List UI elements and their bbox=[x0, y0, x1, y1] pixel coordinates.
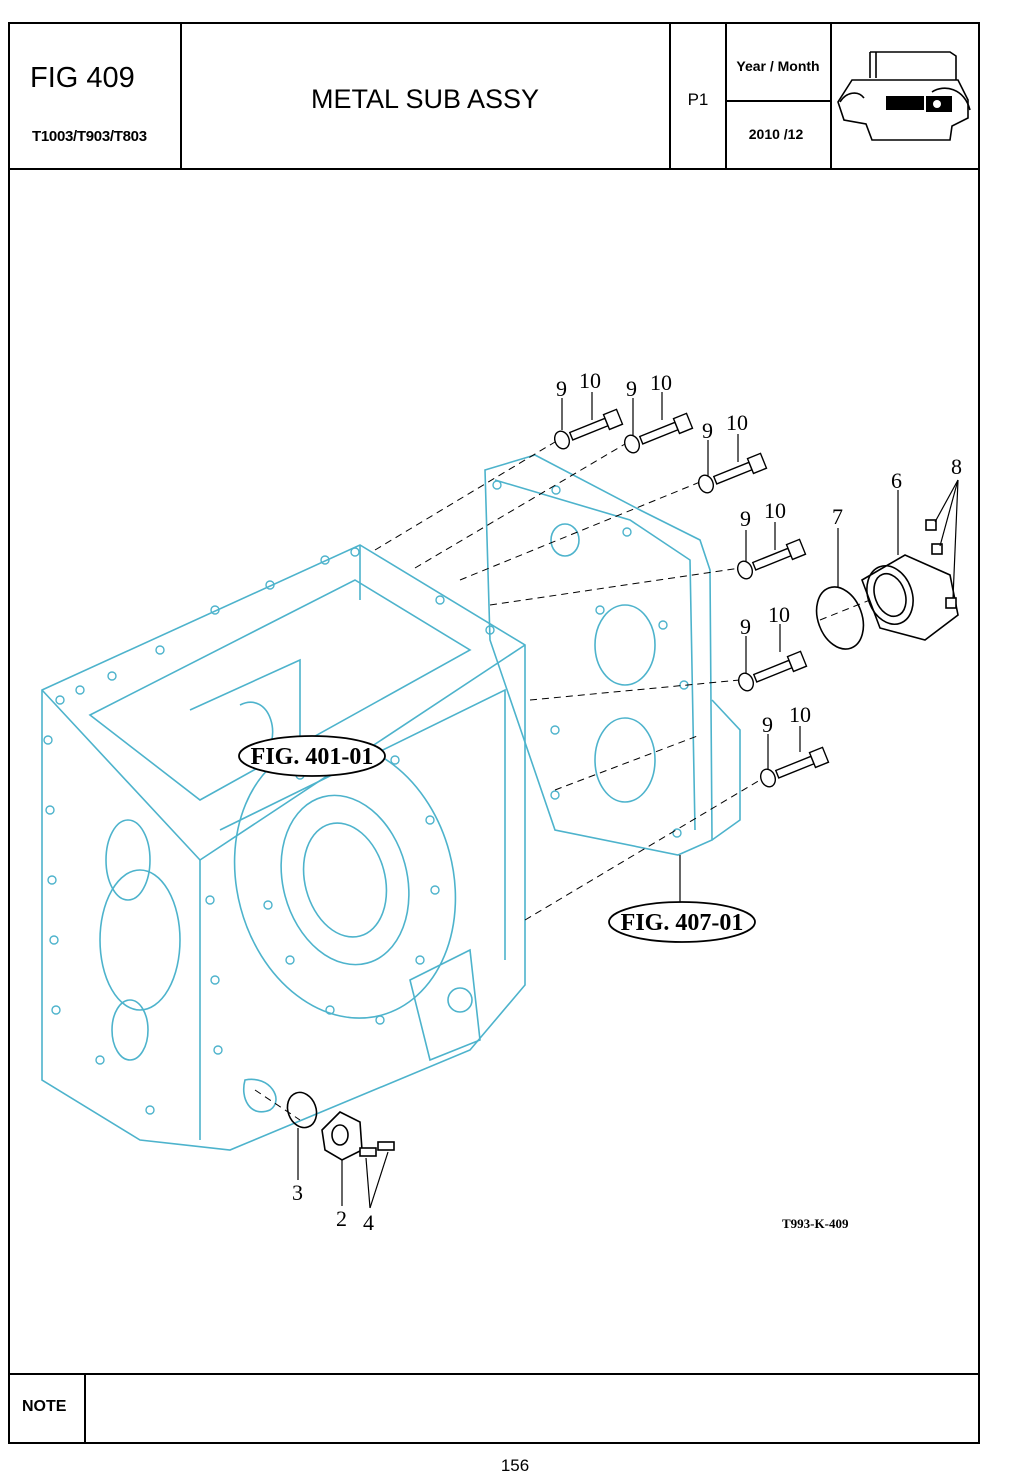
transmission-housing bbox=[41, 454, 741, 1151]
callout-label: 4 bbox=[363, 1210, 374, 1235]
year-month-value: 2010 /12 bbox=[748, 126, 804, 142]
callout-label: 9 bbox=[740, 614, 751, 639]
fig-number: FIG 409 bbox=[30, 62, 135, 94]
note-divider bbox=[84, 1373, 86, 1444]
tractor-icon bbox=[837, 51, 971, 141]
callout-label: 9 bbox=[702, 418, 713, 443]
page-frame bbox=[8, 22, 980, 1444]
bolt-set bbox=[553, 408, 830, 788]
note-label: NOTE bbox=[22, 1398, 67, 1415]
callout-label: 2 bbox=[336, 1206, 347, 1231]
callout-label: 9 bbox=[626, 376, 637, 401]
page-number: 156 bbox=[500, 1456, 530, 1475]
figure-ref-407 bbox=[608, 901, 756, 943]
callout-label: 10 bbox=[789, 702, 811, 727]
callout-label: 10 bbox=[764, 498, 786, 523]
page-title: METAL SUB ASSY bbox=[310, 84, 540, 114]
figure-ref-401 bbox=[238, 735, 386, 777]
callout-label: 7 bbox=[832, 504, 843, 529]
callout-label: 10 bbox=[726, 410, 748, 435]
header-divider bbox=[725, 22, 727, 169]
figure-ref-label: FIG. 407-01 bbox=[621, 910, 744, 936]
callout-label: 6 bbox=[891, 468, 902, 493]
year-month-label: Year / Month bbox=[736, 58, 820, 74]
leader-lines bbox=[297, 392, 959, 1209]
note-top-rule bbox=[8, 1373, 980, 1375]
callout-label: 3 bbox=[292, 1180, 303, 1205]
header-bottom-rule bbox=[8, 168, 980, 170]
callout-label: 10 bbox=[579, 368, 601, 393]
page-label: P1 bbox=[687, 90, 709, 109]
callout-label: 8 bbox=[951, 454, 962, 479]
callout-label: 10 bbox=[650, 370, 672, 395]
housing-bolt-holes bbox=[43, 480, 689, 1115]
callout-label: 9 bbox=[762, 712, 773, 737]
lower-cover-assembly bbox=[286, 1091, 395, 1161]
header-divider bbox=[830, 22, 832, 169]
callout-label: 10 bbox=[768, 602, 790, 627]
callout-label: 9 bbox=[740, 506, 751, 531]
figure-ref-label: FIG. 401-01 bbox=[251, 744, 374, 770]
callout-labels: 9 10 9 10 9 10 9 10 9 10 9 10 6 7 8 3 2 … bbox=[292, 368, 962, 1235]
header-divider bbox=[180, 22, 182, 169]
header-divider bbox=[669, 22, 671, 169]
header-divider bbox=[725, 100, 831, 102]
callout-label: 9 bbox=[556, 376, 567, 401]
model-list: T1003/T903/T803 bbox=[32, 128, 147, 145]
cover-assembly bbox=[815, 519, 959, 650]
drawing-code: T993-K-409 bbox=[782, 1216, 849, 1231]
